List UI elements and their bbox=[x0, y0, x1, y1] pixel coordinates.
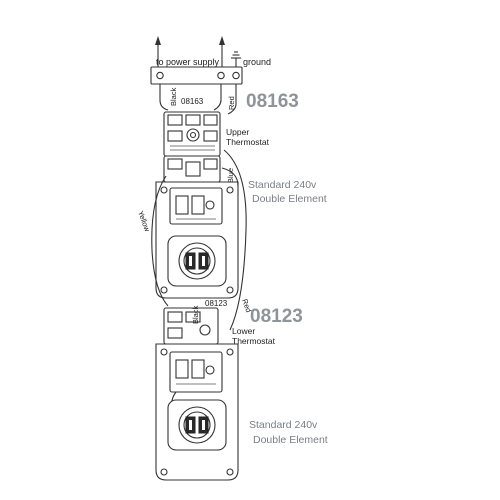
supply-wires bbox=[159, 84, 237, 115]
upper-thermostat-part-number-small: 08163 bbox=[181, 97, 204, 106]
lower-element-label-line2: Double Element bbox=[253, 434, 328, 446]
upper-thermostat bbox=[163, 111, 221, 183]
wire-label-black-top: Black bbox=[169, 87, 178, 106]
upper-element-flange bbox=[167, 235, 227, 287]
lower-element-flange bbox=[167, 399, 227, 451]
lower-thermostat-label-line1: Lower bbox=[232, 326, 255, 336]
power-supply-label: to power supply bbox=[156, 57, 220, 67]
wire-label-red-side: Red bbox=[240, 298, 253, 314]
lower-part-number: 08123 bbox=[250, 306, 303, 327]
lower-element-label-line1: Standard 240v bbox=[249, 419, 318, 431]
side-wires bbox=[151, 149, 247, 331]
wire-label-yellow: Yellow bbox=[136, 210, 152, 234]
wire-label-black-bottom: Black bbox=[191, 305, 200, 324]
upper-element-label-line2: Double Element bbox=[252, 193, 327, 205]
lower-thermostat-part-number-small: 08123 bbox=[205, 299, 228, 308]
upper-thermostat-label-line1: Upper bbox=[226, 127, 249, 137]
upper-element-label-line1: Standard 240v bbox=[248, 179, 317, 191]
wire-label-blue: Blue bbox=[226, 168, 235, 183]
upper-part-number: 08163 bbox=[246, 91, 299, 112]
lower-thermostat-label-line2: Thermostat bbox=[232, 336, 276, 346]
wire-label-red-top: Red bbox=[227, 96, 236, 110]
ground-label: ground bbox=[243, 57, 271, 67]
upper-thermostat-label-line2: Thermostat bbox=[226, 137, 270, 147]
lower-thermostat bbox=[163, 307, 219, 345]
ground-symbol bbox=[231, 51, 241, 68]
terminal-block bbox=[150, 66, 243, 85]
